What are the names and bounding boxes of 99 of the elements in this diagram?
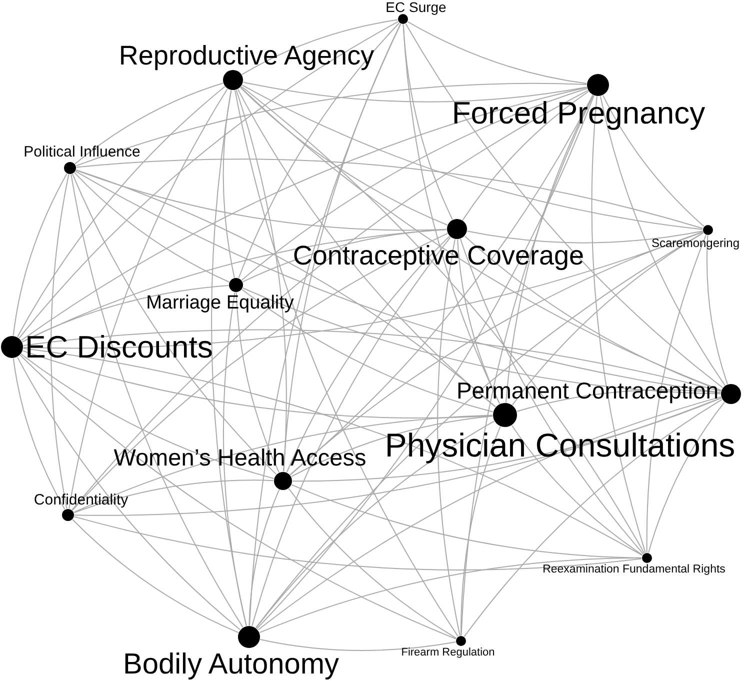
connector-line bbox=[72, 519, 239, 634]
node-label: Confidentiality bbox=[34, 492, 128, 508]
connector-line bbox=[591, 96, 646, 554]
node-label: Forced Pregnancy bbox=[452, 98, 706, 128]
node-label: Permanent Contraception bbox=[456, 380, 719, 402]
connector-line bbox=[76, 170, 496, 408]
connector-line bbox=[646, 234, 706, 553]
connector-line bbox=[460, 94, 594, 636]
node-label: Political Influence bbox=[24, 144, 140, 160]
connector-line bbox=[234, 90, 458, 637]
connector-line bbox=[248, 489, 280, 626]
connector-line bbox=[20, 354, 274, 479]
connector-line bbox=[437, 238, 460, 636]
connector-line bbox=[70, 174, 244, 628]
connector-line bbox=[242, 229, 447, 282]
connector-line bbox=[23, 232, 704, 349]
connector-line bbox=[22, 285, 229, 342]
node-label: Reexamination Fundamental Rights bbox=[542, 564, 726, 576]
connector-line bbox=[16, 356, 241, 630]
connector-line bbox=[74, 82, 224, 164]
connector-line bbox=[12, 358, 66, 510]
connector-line bbox=[74, 397, 722, 516]
connector-line bbox=[242, 19, 398, 76]
connector-line bbox=[241, 88, 588, 281]
connector-line bbox=[74, 480, 274, 514]
connector-line bbox=[648, 402, 725, 554]
node-label: EC Discounts bbox=[25, 332, 213, 362]
connector-line bbox=[249, 24, 402, 626]
connector-line bbox=[242, 289, 494, 412]
node-label: Physician Consultations bbox=[384, 428, 736, 462]
connector-line bbox=[259, 558, 642, 634]
connector-line bbox=[511, 424, 643, 556]
connector-line bbox=[407, 21, 588, 84]
connector-line bbox=[222, 292, 247, 626]
connector-line bbox=[240, 86, 722, 391]
connector-line bbox=[242, 84, 703, 230]
connector-line bbox=[72, 90, 588, 510]
connector-line bbox=[17, 86, 226, 338]
connector-line bbox=[256, 95, 594, 630]
connector-line bbox=[405, 23, 724, 388]
node-label: Reproductive Agency bbox=[118, 42, 374, 70]
connector-line bbox=[290, 94, 594, 476]
connector-line bbox=[72, 232, 448, 511]
connector-line bbox=[74, 172, 230, 282]
connector-line bbox=[464, 236, 722, 391]
connector-line bbox=[18, 21, 399, 338]
connector-line bbox=[460, 238, 644, 554]
connector-line bbox=[460, 426, 501, 636]
connector-line bbox=[12, 173, 68, 336]
connector-line bbox=[68, 88, 228, 510]
node-label: Women’s Health Access bbox=[114, 446, 366, 470]
connector-line bbox=[22, 229, 447, 342]
connector-line bbox=[238, 22, 400, 278]
connector-line bbox=[75, 170, 722, 394]
connector-line bbox=[237, 88, 496, 408]
connector-line bbox=[222, 90, 235, 278]
connector-line bbox=[255, 232, 704, 628]
connector-line bbox=[242, 82, 588, 102]
node-label: Marriage Equality bbox=[146, 294, 294, 312]
connector-line bbox=[73, 414, 493, 513]
connector-line bbox=[72, 174, 277, 475]
connector-line bbox=[240, 86, 645, 554]
node-label: EC Surge bbox=[386, 0, 446, 14]
connector-line bbox=[600, 96, 726, 386]
node-label: Bodily Autonomy bbox=[123, 650, 339, 680]
connector-line bbox=[236, 90, 287, 472]
connector-line bbox=[20, 354, 456, 640]
connector-line bbox=[240, 86, 448, 226]
connector-line bbox=[516, 389, 722, 412]
connector-line bbox=[288, 488, 457, 639]
connector-line bbox=[290, 231, 704, 476]
connector-line bbox=[76, 82, 587, 166]
connector-line bbox=[290, 416, 494, 478]
connector-line bbox=[457, 239, 500, 404]
connector-line bbox=[22, 348, 643, 556]
node-label: Contraceptive Coverage bbox=[292, 242, 584, 270]
connector-line bbox=[256, 420, 495, 628]
connector-line bbox=[242, 288, 721, 394]
connector-line bbox=[260, 639, 456, 651]
connector-line bbox=[76, 158, 704, 229]
connector-line bbox=[706, 235, 728, 385]
node-label: Firearm Regulation bbox=[401, 648, 495, 658]
connector-line bbox=[512, 232, 704, 406]
connector-line bbox=[283, 23, 402, 472]
connector-line bbox=[252, 236, 451, 626]
connector-line bbox=[292, 398, 722, 482]
connector-line bbox=[22, 329, 722, 392]
connector-line bbox=[464, 398, 722, 638]
connector-line bbox=[211, 90, 247, 626]
connector-line bbox=[462, 91, 589, 221]
connector-line bbox=[258, 396, 722, 630]
connector-line bbox=[286, 236, 450, 473]
connector-line bbox=[50, 174, 70, 510]
connector-line bbox=[466, 230, 704, 244]
connector-line bbox=[20, 87, 588, 341]
connector-line bbox=[74, 516, 642, 570]
node-label: Scaremongering bbox=[651, 237, 740, 249]
connector-line bbox=[236, 292, 280, 473]
connector-line bbox=[602, 94, 704, 227]
